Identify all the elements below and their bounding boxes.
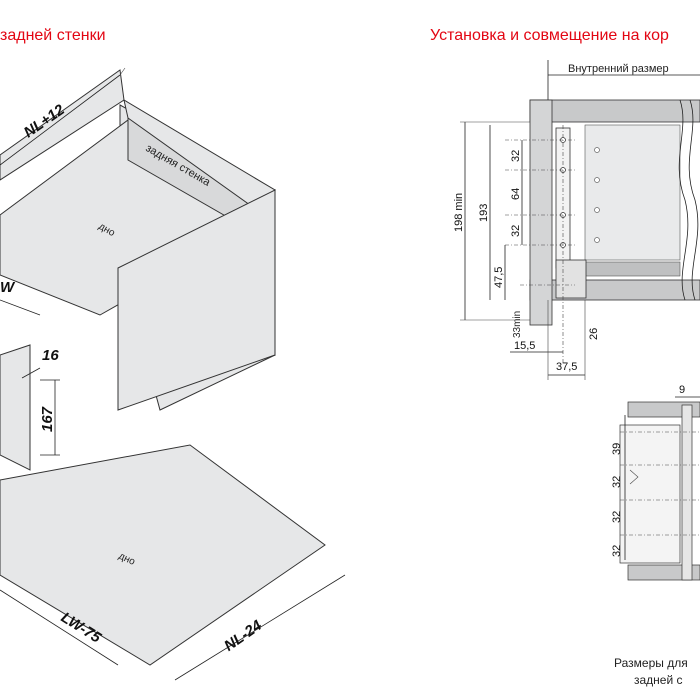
- inner-size-label: Внутренний размер: [568, 63, 669, 75]
- cabinet-top-panel: [529, 99, 700, 123]
- dim-47-label: 47,5: [493, 267, 505, 288]
- dim-198-label: 198 min: [453, 193, 465, 232]
- dim-26-label: 26: [588, 328, 600, 340]
- dim-32b-label: 32: [510, 225, 522, 237]
- caption-line-1: Размеры для: [614, 656, 688, 670]
- installation-view: Установка и совмещение на кор Внутренний…: [430, 27, 700, 687]
- isometric-drawer-view: задней стенки NL+12 задняя стенка дно W …: [0, 27, 346, 681]
- dim-32a-label: 32: [510, 150, 522, 162]
- break-line: [678, 99, 689, 301]
- break-line-2: [688, 99, 699, 301]
- dim-15-label: 15,5: [514, 340, 535, 352]
- dim-64-label: 64: [510, 188, 522, 200]
- dim-line-w: [0, 299, 41, 316]
- dim-32c-label: 32: [611, 476, 623, 488]
- dim-32e-label: 32: [611, 545, 623, 557]
- left-title: задней стенки: [0, 27, 106, 44]
- dim-line-16: [21, 367, 41, 379]
- drawer-bottom-strip: [584, 261, 681, 277]
- dim-nl-minus-label: NL-24: [221, 617, 265, 655]
- panel-hole: [594, 147, 600, 153]
- dim-32d-label: 32: [611, 511, 623, 523]
- dim-193-label: 193: [478, 204, 490, 222]
- panel-hole: [594, 177, 600, 183]
- break-zigzag: [629, 469, 639, 485]
- dim-39-label: 39: [611, 443, 623, 455]
- dim-167-label: 167: [39, 406, 56, 432]
- dim-line-nl-plus: [0, 74, 121, 166]
- dim-33-label: 33min: [512, 311, 523, 338]
- cabinet-side-wall: [529, 99, 553, 326]
- caption-line-2: задней с: [634, 673, 683, 687]
- panel-hole: [594, 207, 600, 213]
- right-title: Установка и совмещение на кор: [430, 27, 669, 44]
- detail-back-wall: [619, 424, 681, 564]
- dim-line-lw: [0, 589, 119, 666]
- runner-block: [555, 259, 587, 299]
- dim-line-nl-minus: [174, 574, 346, 681]
- cabinet-bottom-panel: [529, 279, 700, 301]
- profile-side-panel: [0, 344, 31, 471]
- dim-37-label: 37,5: [556, 361, 577, 373]
- detail-profile: [681, 404, 693, 581]
- dim-w-label: W: [0, 279, 16, 296]
- dim-tick: [119, 67, 126, 76]
- drawer-back-panel: [584, 124, 681, 261]
- drawer-side-lower: [117, 189, 276, 411]
- panel-hole: [594, 237, 600, 243]
- dim-9-label: 9: [679, 384, 685, 396]
- bottom-sheet-panel: [0, 444, 326, 666]
- dim-16-label: 16: [42, 347, 59, 364]
